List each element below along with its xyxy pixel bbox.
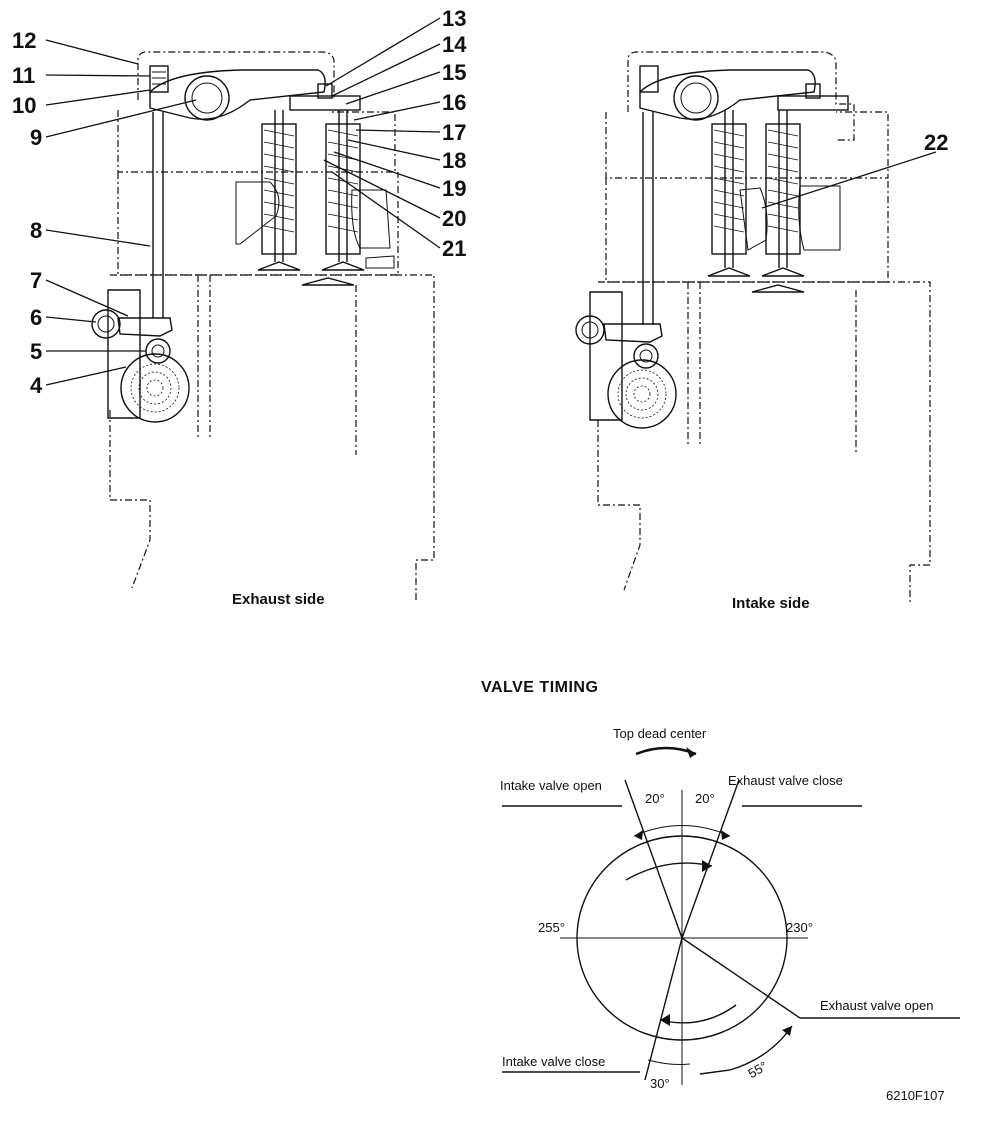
intake-valve-open-label: Intake valve open [500, 778, 602, 793]
angle-left: 255° [538, 920, 565, 935]
callout-21: 21 [442, 236, 466, 261]
exhaust-side-caption: Exhaust side [232, 591, 325, 608]
angle-exhaust-open: 55° [745, 1058, 770, 1081]
exhaust-right-callouts: 13 14 15 16 17 18 19 20 21 [442, 6, 467, 261]
top-dead-center-label: Top dead center [613, 726, 707, 741]
callout-8: 8 [30, 218, 42, 243]
callout-14: 14 [442, 32, 467, 57]
angle-right: 230° [786, 920, 813, 935]
callout-16: 16 [442, 90, 466, 115]
callout-4: 4 [30, 373, 43, 398]
exhaust-side-drawing [91, 51, 435, 600]
callout-19: 19 [442, 176, 466, 201]
exhaust-valve-close-label: Exhaust valve close [728, 773, 843, 788]
callout-13: 13 [442, 6, 466, 31]
figure-code: 6210F107 [886, 1088, 945, 1103]
callout-6: 6 [30, 305, 42, 330]
callout-17: 17 [442, 120, 466, 145]
exhaust-left-callouts: 12 11 10 9 8 7 6 5 4 [12, 28, 43, 398]
callout-5: 5 [30, 339, 42, 364]
angle-intake-open: 20° [645, 791, 665, 806]
exhaust-right-leaders [323, 17, 441, 249]
intake-side-caption: Intake side [732, 595, 810, 612]
exhaust-valve-open-label: Exhaust valve open [820, 998, 933, 1013]
callout-7: 7 [30, 268, 42, 293]
valve-timing-title: VALVE TIMING [481, 679, 598, 696]
callout-15: 15 [442, 60, 466, 85]
callout-18: 18 [442, 148, 466, 173]
callout-22: 22 [924, 130, 948, 155]
valve-timing-labels: Top dead center Intake valve open Exhaus… [500, 726, 933, 1091]
callout-11: 11 [12, 63, 35, 88]
angle-exhaust-close: 20° [695, 791, 715, 806]
callout-12: 12 [12, 28, 36, 53]
intake-valve-close-label: Intake valve close [502, 1054, 605, 1069]
callout-10: 10 [12, 93, 36, 118]
angle-intake-close: 30° [650, 1076, 670, 1091]
callout-20: 20 [442, 206, 466, 231]
exhaust-left-leaders [45, 39, 197, 386]
callout-9: 9 [30, 125, 42, 150]
intake-side-drawing [575, 51, 931, 605]
valve-timing-diagram [502, 746, 960, 1085]
